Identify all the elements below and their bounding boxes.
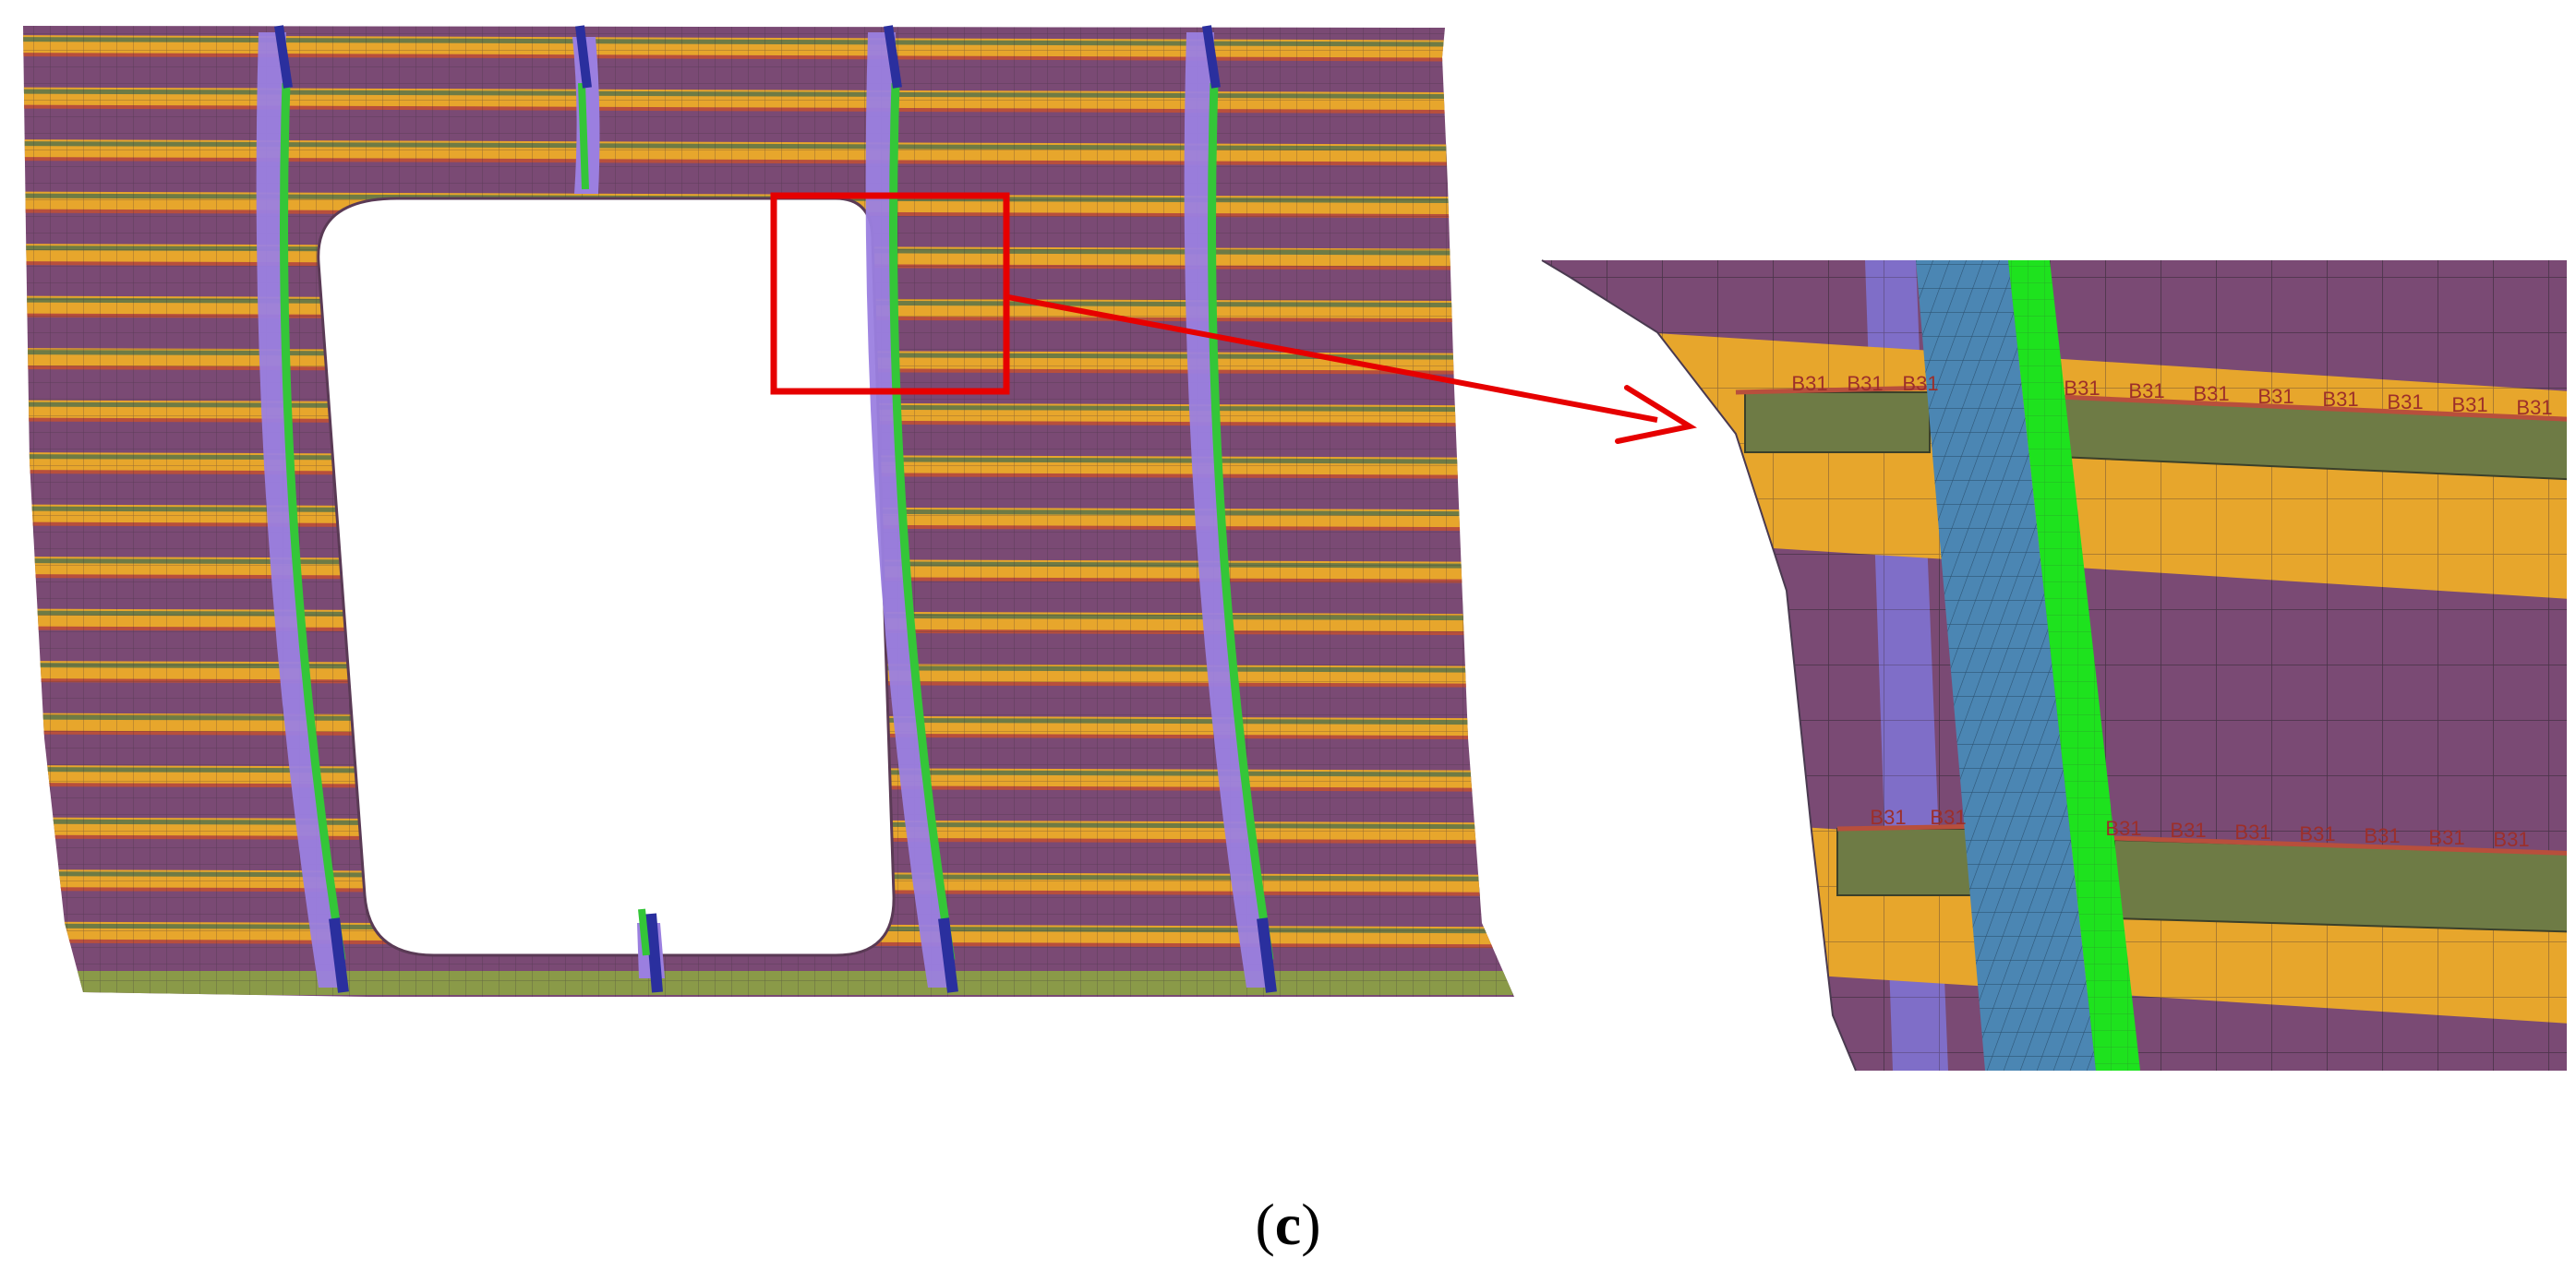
element-label-b31: B31	[2234, 821, 2270, 844]
element-label-b31: B31	[2322, 388, 2358, 411]
detail-highlight-box	[770, 192, 1010, 395]
element-label-b31: B31	[1847, 372, 1883, 395]
element-label-b31: B31	[1930, 806, 1966, 829]
zoom-stringer-web	[2113, 838, 2567, 934]
frame-blue-clip-top	[274, 25, 293, 89]
element-label-b31: B31	[2170, 819, 2206, 842]
element-label-b31: B31	[2364, 824, 2400, 847]
element-label-b31: B31	[2064, 377, 2100, 400]
frame-green-web	[280, 82, 346, 961]
frame-blue-clip-bottom	[329, 917, 349, 993]
frame-lavender-band	[865, 32, 956, 988]
element-label-b31: B31	[2105, 817, 2141, 840]
zoom-stringer-edge	[2113, 835, 2567, 857]
element-label-b31: B31	[1870, 806, 1906, 829]
zoom-cutout-edge	[1541, 259, 1857, 1072]
short-frame-clip-bottom	[645, 913, 663, 993]
element-label-b31: B31	[2193, 382, 2229, 405]
zoom-stringer-edge	[1735, 385, 1940, 395]
element-label-b31: B31	[2451, 393, 2487, 416]
short-frame-web-bottom	[638, 908, 650, 956]
caption-close: )	[1301, 1192, 1321, 1257]
element-label-b31: B31	[1902, 372, 1938, 395]
short-frame-web-top	[578, 82, 589, 190]
zoom-stringer-web	[1744, 391, 1931, 453]
zoom-stringer-edge	[2058, 394, 2567, 423]
frame-lavender-band	[1184, 32, 1274, 988]
element-label-b31: B31	[1791, 372, 1827, 395]
door-cutout	[317, 197, 896, 957]
frame-green-web	[889, 82, 956, 961]
zoom-frame-cap-mesh	[2008, 260, 2140, 1071]
zoomed-detail-view	[1542, 260, 2567, 1071]
element-label-b31: B31	[2257, 385, 2293, 408]
frame-lavender-band	[256, 32, 346, 988]
frame-green-web	[1208, 82, 1274, 961]
short-frame-clip-top	[575, 25, 592, 89]
element-label-b31: B31	[2387, 390, 2423, 413]
zoom-frame-web-mesh	[1916, 260, 2096, 1071]
zoom-arrow	[1007, 294, 1698, 444]
caption-open: (	[1255, 1192, 1275, 1257]
element-label-b31: B31	[2128, 379, 2164, 402]
figure-caption: (c)	[0, 1191, 2576, 1259]
element-label-b31: B31	[2493, 828, 2529, 851]
circumferential-frames	[256, 25, 1277, 993]
zoom-stringer-web	[1836, 828, 1986, 896]
element-label-b31: B31	[2516, 396, 2552, 419]
element-label-b31: B31	[2428, 826, 2464, 849]
frame-blue-clip-bottom	[938, 917, 958, 993]
frame-blue-clip-top	[1202, 25, 1221, 89]
element-label-b31: B31	[2299, 822, 2335, 845]
caption-letter: c	[1274, 1192, 1302, 1257]
frame-blue-clip-top	[884, 25, 902, 89]
frame-blue-clip-bottom	[1257, 917, 1277, 993]
